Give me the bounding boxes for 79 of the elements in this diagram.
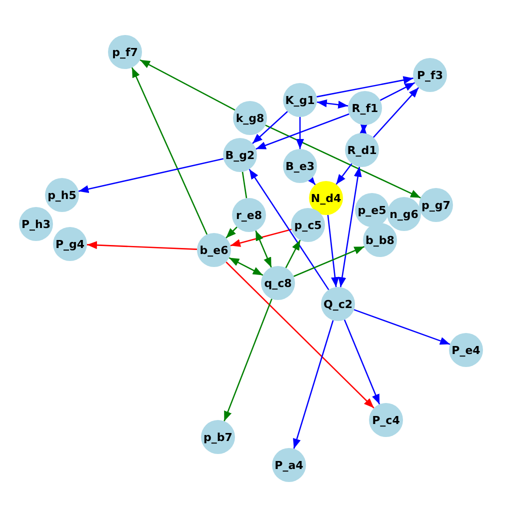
arrow [226,262,374,408]
arrow [359,122,368,136]
arrow [354,309,450,345]
node-label: P_h3 [21,218,51,230]
node-circle [449,333,483,367]
node-circle [197,233,231,267]
arrow [344,319,380,405]
arrow [265,124,421,198]
node-label: k_g8 [236,112,264,124]
node-circle [283,149,317,183]
arrow [86,241,198,250]
node-label: q_c8 [264,276,292,290]
node-circle [363,223,397,257]
node-circle [53,227,87,261]
node-circle [108,35,142,69]
node-label: p_e5 [358,204,386,216]
node-label: B_e3 [286,160,314,172]
arrow [316,99,348,109]
node-label: P_c4 [372,414,400,426]
arrow [228,257,264,276]
node-label: K_g1 [285,94,315,106]
node-circle [233,101,267,135]
node-label: b_b8 [366,234,394,246]
node-circle [291,208,325,242]
node-circle [355,193,389,227]
arrow [293,320,334,449]
node-label: R_f1 [352,102,378,114]
node-circle [232,198,266,232]
node-label: P_g4 [55,238,85,250]
arrow [296,117,304,149]
arrow [256,113,350,150]
arrow [224,298,272,422]
arrow [372,87,420,138]
arrow [131,67,208,235]
node-label: R_d1 [347,144,377,156]
node-circle [19,207,53,241]
node-circle [272,448,306,482]
node-circle [345,133,379,167]
node-label: p_h5 [48,188,76,202]
node-circle [223,138,257,172]
arrow [78,158,224,193]
node-label: B_g2 [225,148,255,162]
node-label: Q_c2 [323,298,353,310]
node-circle [413,58,447,92]
arrow [285,240,301,268]
node-circle [387,197,421,231]
node-label: p_c5 [294,218,322,232]
node-label: p_f7 [112,46,138,58]
node-label: r_e8 [236,208,262,222]
node-label: b_e6 [200,244,228,256]
node-label: P_a4 [274,458,304,472]
node-label: n_g6 [390,208,418,220]
node-circle [309,181,343,215]
arrow [252,111,288,144]
node-circle [419,188,453,222]
arrow [226,226,238,238]
node-circle [321,287,355,321]
node-circle [201,420,235,454]
node-label: p_g7 [422,198,450,212]
node-label: P_e4 [452,344,480,356]
arrow [140,59,236,111]
arrow [230,228,292,247]
arrow [327,214,339,288]
arrow [293,246,365,277]
arrow [336,163,352,185]
arrow [255,230,272,268]
node-label: P_f3 [416,68,443,82]
node-label: N_d4 [310,192,342,204]
node-circle [261,266,295,300]
node-circle [348,91,382,125]
arrow [316,76,414,98]
arrow [248,168,330,290]
node-label: p_b7 [204,430,232,444]
arrow [380,82,416,101]
node-circle [283,83,317,117]
node-circle [369,403,403,437]
node-circle [45,178,79,212]
arrow [338,166,362,288]
connector-line [242,172,248,198]
